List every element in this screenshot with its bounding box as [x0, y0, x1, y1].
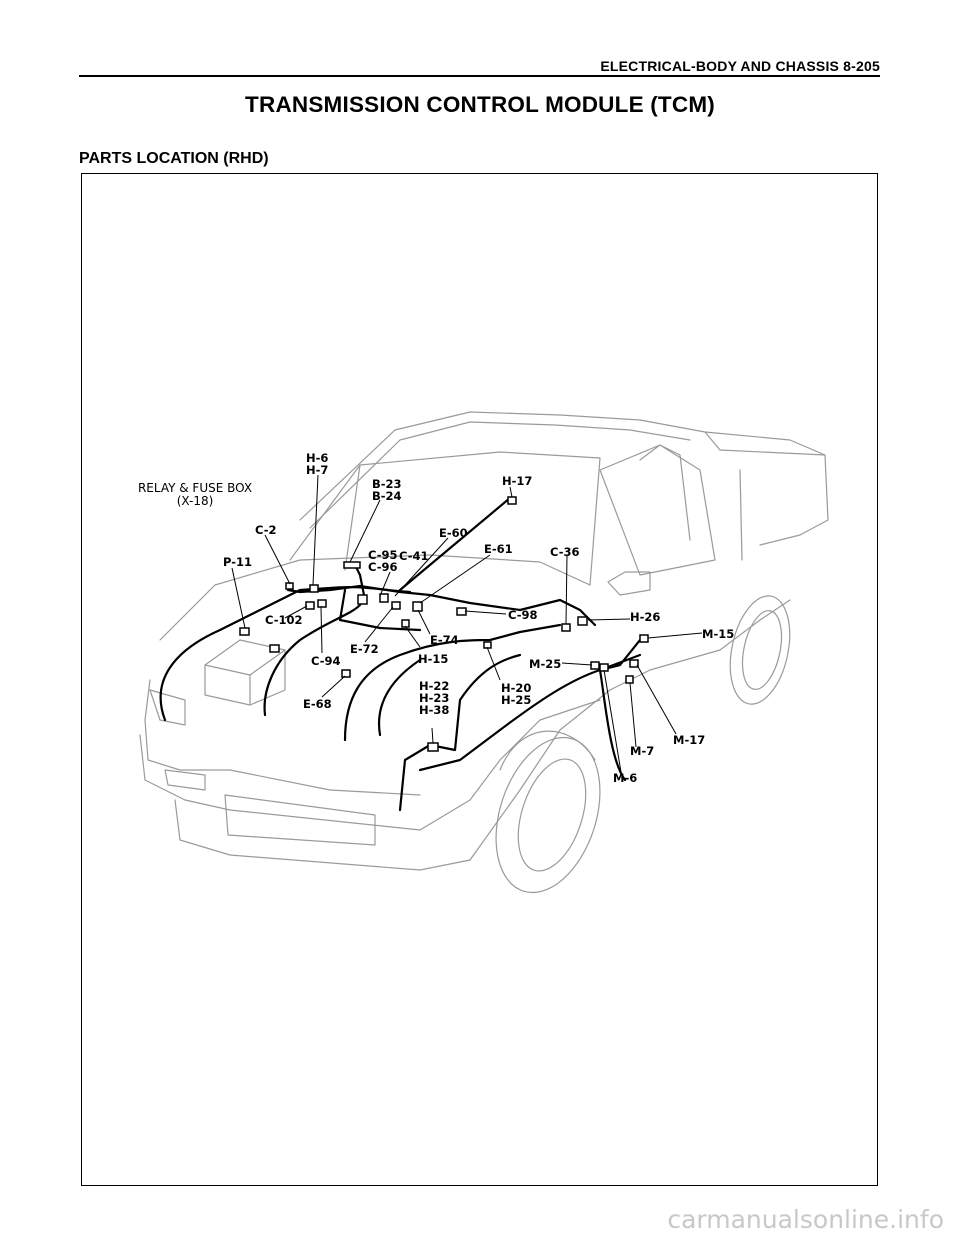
label-m25: M-25: [529, 657, 562, 671]
connector-e68: [341, 669, 351, 678]
label-m7: M-7: [630, 744, 655, 758]
connector-m25b: [599, 663, 609, 672]
connector-h17: [507, 496, 517, 505]
label-c2: C-2: [255, 523, 277, 537]
connector-m15: [639, 634, 649, 643]
connector-c36: [561, 623, 571, 632]
label-b23-b24: B-23 B-24: [372, 477, 402, 503]
label-m6: M-6: [613, 771, 638, 785]
section-heading: PARTS LOCATION (RHD): [79, 150, 269, 167]
connector-c98: [456, 607, 467, 616]
label-h17: H-17: [502, 474, 533, 488]
connector-battery: [269, 644, 280, 653]
page-title: TRANSMISSION CONTROL MODULE (TCM): [245, 92, 715, 117]
connector-m7: [625, 675, 634, 684]
label-m17: M-17: [673, 733, 706, 747]
wiring-harness: [159, 496, 642, 812]
label-e74: E-74: [430, 633, 459, 647]
label-p11: P-11: [223, 555, 253, 569]
connector-m25a: [590, 661, 600, 670]
label-m15: M-15: [702, 627, 735, 641]
label-c94: C-94: [311, 654, 341, 668]
connector-h26: [577, 616, 588, 626]
connector-c95: [357, 594, 368, 605]
label-h20-h25: H-20 H-25: [501, 681, 532, 707]
connector-h6: [309, 584, 319, 593]
connector-m17: [629, 659, 639, 668]
label-c36: C-36: [550, 545, 580, 559]
label-e68: E-68: [303, 697, 332, 711]
connector-b23: [343, 561, 361, 569]
connector-h22: [427, 742, 439, 752]
label-h6-h7: H-6 H-7: [306, 451, 329, 477]
connector-e74: [412, 601, 423, 612]
header-rule: [79, 75, 880, 77]
connector-e72: [391, 601, 401, 610]
watermark: carmanualsonline.info: [667, 1205, 944, 1234]
label-e60: E-60: [439, 526, 468, 540]
truck-outline: [139, 411, 829, 894]
label-c95-c96: C-95 C-96: [368, 548, 398, 574]
label-c98: C-98: [508, 608, 538, 622]
connectors: [239, 496, 649, 752]
running-header: ELECTRICAL-BODY AND CHASSIS 8-205: [600, 58, 880, 74]
connector-c102: [305, 601, 315, 610]
label-h15: H-15: [418, 652, 449, 666]
relay-fuse-box-label: RELAY & FUSE BOX (X-18): [137, 481, 253, 508]
label-h26: H-26: [630, 610, 661, 624]
leader-lines: [231, 474, 703, 773]
label-c41: C-41: [399, 549, 429, 563]
connector-p11: [239, 627, 250, 636]
connector-c94: [317, 599, 327, 608]
label-c102: C-102: [265, 613, 303, 627]
label-e61: E-61: [484, 542, 513, 556]
label-h22-h23-h38: H-22 H-23 H-38: [419, 679, 450, 717]
label-e72: E-72: [350, 642, 379, 656]
connector-c41: [379, 593, 389, 603]
figure-frame: [81, 173, 878, 1186]
